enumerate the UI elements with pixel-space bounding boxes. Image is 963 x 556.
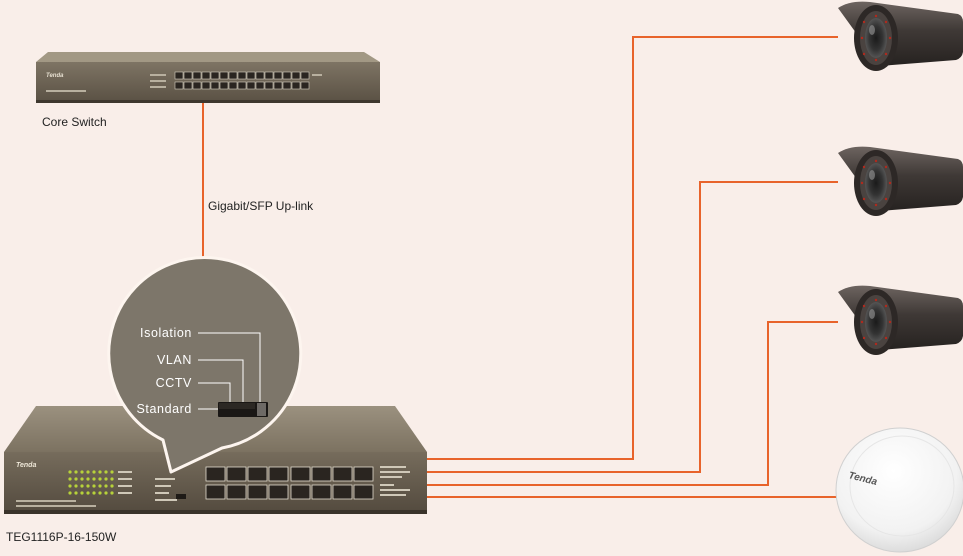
mode-label-vlan: VLAN [157, 353, 192, 367]
camera-1 [838, 1, 963, 71]
poe-switch-label: TEG1116P-16-150W [6, 530, 117, 544]
camera-3 [838, 285, 963, 355]
poe-status-leds [68, 470, 114, 495]
core-switch-ports [174, 71, 310, 90]
core-switch-label: Core Switch [42, 115, 107, 129]
poe-switch-ports [205, 466, 374, 500]
core-switch: Tenda [36, 52, 380, 103]
cable-camera-3 [427, 321, 838, 486]
cable-camera-2 [427, 181, 838, 473]
poe-switch-brand-text: Tenda [16, 462, 36, 469]
core-switch-brand-text: Tenda [46, 73, 64, 79]
mode-label-standard: Standard [136, 402, 192, 416]
mode-label-isolation: Isolation [140, 326, 192, 340]
uplink-label: Gigabit/SFP Up-link [208, 199, 314, 213]
access-point: Tenda [835, 427, 963, 553]
ethernet-cables [202, 36, 840, 498]
leader-vlan [198, 359, 244, 404]
leader-isolation [198, 332, 261, 404]
camera-2 [838, 146, 963, 216]
cable-camera-1 [427, 36, 838, 460]
mode-switch-callout: Isolation VLAN CCTV Standard [107, 256, 303, 474]
leader-cctv [198, 382, 231, 404]
mode-label-cctv: CCTV [156, 376, 192, 390]
